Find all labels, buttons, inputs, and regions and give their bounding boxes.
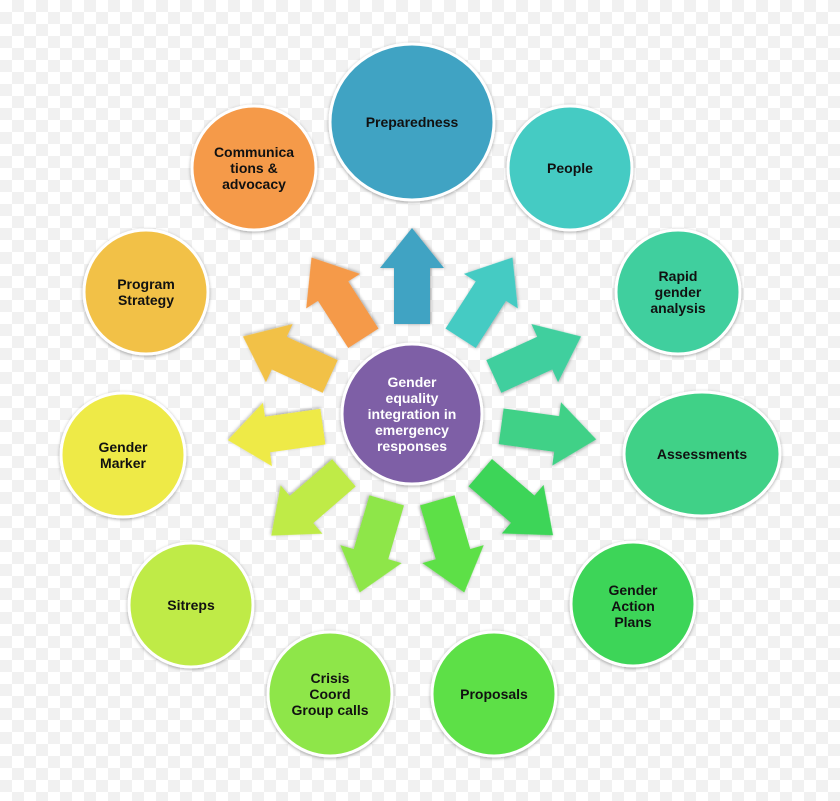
node-people xyxy=(506,104,634,232)
arrow-to-proposals xyxy=(420,495,484,593)
node-preparedness xyxy=(328,42,496,202)
node-crisis-coord-group-calls xyxy=(266,630,394,758)
node-gender-action-plans xyxy=(569,540,697,668)
node-rapid-gender-analysis xyxy=(614,228,742,356)
arrow-to-people xyxy=(445,257,518,349)
arrow-to-gender-marker xyxy=(227,402,326,467)
arrow-to-sitreps xyxy=(271,459,356,536)
arrow-layer xyxy=(227,228,597,593)
arrow-to-rapid-gender-analysis xyxy=(486,324,582,393)
arrow-to-program-strategy xyxy=(242,324,338,393)
node-sitreps xyxy=(127,541,255,669)
node-layer xyxy=(59,42,782,758)
node-communications-advocacy xyxy=(190,104,318,232)
node-program-strategy xyxy=(82,228,210,356)
arrow-to-gender-action-plans xyxy=(468,459,554,536)
node-proposals xyxy=(430,630,558,758)
arrow-to-preparedness xyxy=(380,228,444,324)
node-assessments xyxy=(622,390,782,518)
arrow-to-communications-advocacy xyxy=(306,257,379,349)
node-gender-marker xyxy=(59,391,187,519)
center-node xyxy=(340,342,484,486)
arrow-to-crisis-coord-group-calls xyxy=(340,495,404,593)
arrow-to-assessments xyxy=(498,402,597,466)
